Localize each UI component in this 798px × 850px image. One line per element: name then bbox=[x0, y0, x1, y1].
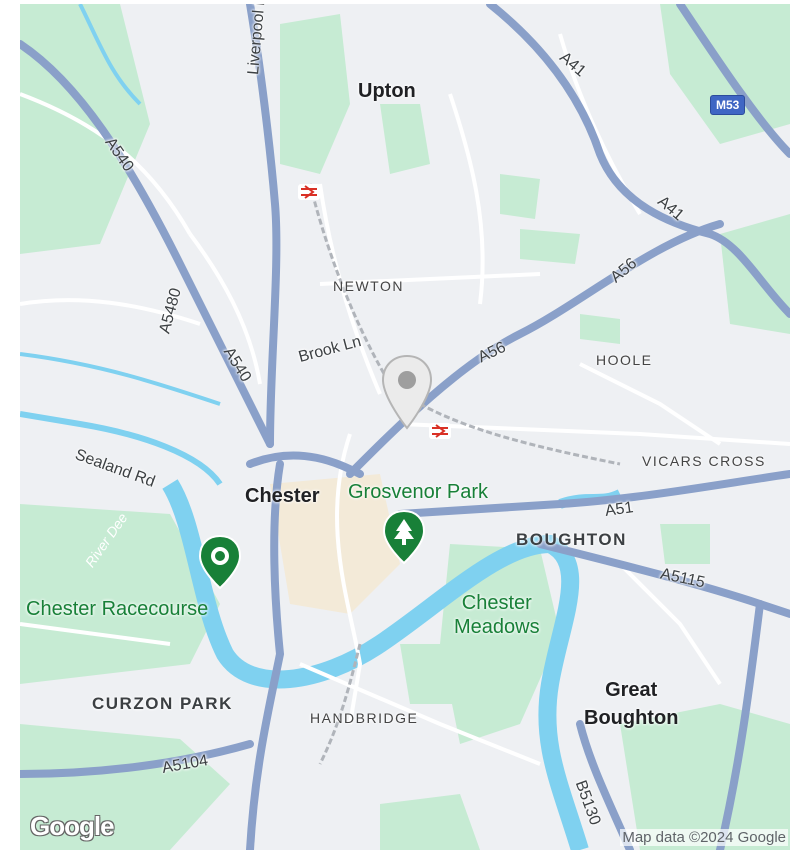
motorway-shield-m53: M53 bbox=[710, 95, 746, 115]
district-label-hoole: HOOLE bbox=[596, 352, 653, 368]
district-label-newton: NEWTON bbox=[333, 278, 404, 294]
district-label-handbridge: HANDBRIDGE bbox=[310, 710, 419, 726]
park-areas bbox=[20, 4, 790, 850]
district-label-curzon-park: CURZON PARK bbox=[92, 694, 233, 713]
map-background bbox=[20, 4, 790, 850]
poi-label-chester-meadows[interactable]: Chester Meadows bbox=[454, 592, 540, 638]
town-label-chester: Chester bbox=[245, 485, 320, 507]
map-view[interactable]: Liverpool Rd A540 A5480 A540 A41 A41 A56… bbox=[20, 4, 790, 850]
town-label-upton: Upton bbox=[358, 80, 416, 102]
town-centre-area bbox=[270, 474, 400, 614]
google-logo: Google bbox=[30, 811, 115, 841]
district-label-boughton: BOUGHTON bbox=[516, 530, 627, 549]
major-roads bbox=[20, 4, 790, 850]
town-label-great-boughton: Great Boughton bbox=[584, 679, 679, 729]
poi-label-grosvenor-park[interactable]: Grosvenor Park bbox=[348, 481, 489, 503]
poi-label-chester-racecourse[interactable]: Chester Racecourse bbox=[26, 598, 209, 620]
district-label-vicars-cross: VICARS CROSS bbox=[642, 453, 766, 469]
map-attribution[interactable]: Map data ©2024 Google bbox=[620, 829, 788, 846]
